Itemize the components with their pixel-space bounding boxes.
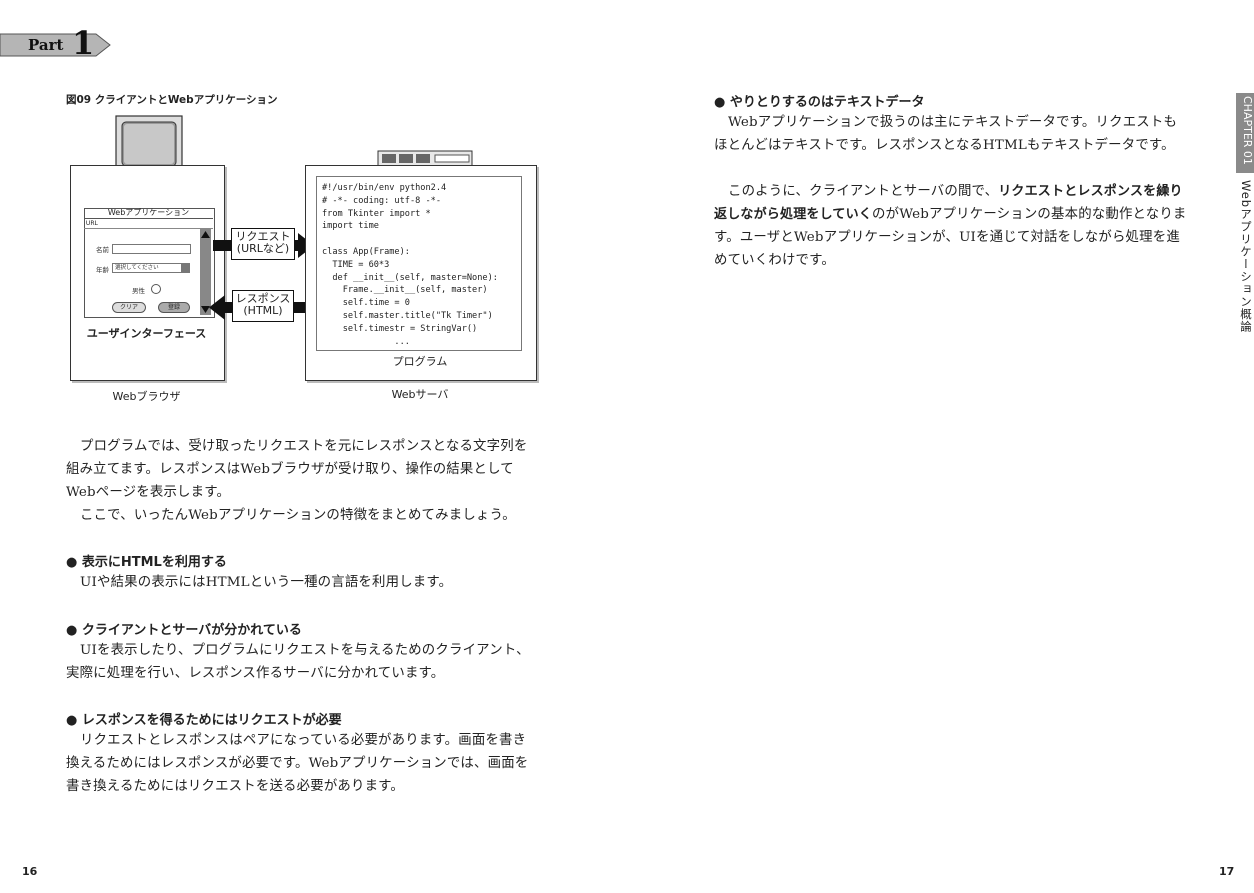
request-label: リクエスト (URLなど)	[231, 228, 295, 260]
chapter-tab	[1236, 93, 1254, 173]
page-number-left: 16	[22, 865, 38, 878]
webapp-window	[84, 208, 215, 318]
part-label: Part	[28, 36, 64, 54]
age-select[interactable]: 選択してください	[112, 263, 184, 273]
url-row: URL	[84, 219, 213, 229]
code-panel	[316, 176, 522, 351]
browser-label: Webブラウザ	[112, 390, 181, 403]
summary-line-2-bold: 返しながら処理をしていく	[714, 207, 873, 222]
response-arrowhead-icon	[209, 295, 225, 320]
server-icon	[377, 150, 473, 168]
text-data-line-2: ほとんどはテキストです。レスポンスとなるHTMLもテキストデータです。	[714, 138, 1175, 153]
summary-line-1: このように、クライアントとサーバの間で、リクエストとレスポンスを繰り	[728, 181, 1183, 204]
paragraph-1-line-2: 組み立てます。レスポンスはWebブラウザが受け取り、操作の結果として	[66, 462, 514, 477]
response-label-line2: (HTML)	[243, 304, 283, 317]
ui-label: ユーザインターフェース	[86, 327, 207, 340]
response-label: レスポンス (HTML)	[232, 290, 294, 322]
page-number-right: 17	[1219, 865, 1235, 878]
request-line-1: リクエストとレスポンスはペアになっている必要があります。画面を書き	[80, 733, 527, 748]
part-tab	[0, 33, 111, 57]
heading-request: ● レスポンスを得るためにはリクエストが必要	[66, 713, 342, 728]
name-label: 名前	[96, 246, 109, 254]
paragraph-2-line-1: ここで、いったんWebアプリケーションの特徴をまとめてみましょう。	[80, 508, 516, 523]
chapter-tab-label: CHAPTER 01	[1241, 96, 1254, 165]
name-input[interactable]	[112, 244, 191, 254]
client-server-line-2: 実際に処理を行い、レスポンス作るサーバに分かれています。	[66, 666, 445, 681]
webapp-title: Webアプリケーション	[84, 208, 213, 219]
figure-caption: 図09 クライアントとWebアプリケーション	[66, 94, 278, 106]
age-select-dropdown[interactable]	[181, 263, 190, 273]
paragraph-1-line-1: プログラムでは、受け取ったリクエストを元にレスポンスとなる文字列を	[80, 439, 528, 454]
summary-line-2b: のがWebアプリケーションの基本的な動作となりま	[872, 207, 1187, 222]
request-line-3: 書き換えるためにはリクエストを送る必要があります。	[66, 779, 405, 794]
request-label-line1: リクエスト	[235, 230, 291, 243]
program-label: プログラム	[392, 355, 448, 368]
gender-label: 男性	[132, 287, 145, 295]
heading-html-body: UIや結果の表示にはHTMLという一種の言語を利用します。	[80, 575, 453, 590]
heading-client-server: ● クライアントとサーバが分かれている	[66, 623, 302, 638]
age-label: 年齢	[96, 266, 109, 274]
client-server-line-1: UIを表示したり、プログラムにリクエストを与えるためのクライアント、	[80, 643, 530, 658]
summary-line-2: 返しながら処理をしていくのがWebアプリケーションの基本的な動作となりま	[714, 204, 1187, 227]
summary-line-1-bold: リクエストとレスポンスを繰り	[998, 184, 1183, 199]
code-listing: #!/usr/bin/env python2.4 # -*- coding: u…	[322, 183, 498, 347]
server-label: Webサーバ	[391, 388, 449, 401]
server-frame	[305, 165, 537, 381]
scrollbar[interactable]	[200, 229, 211, 315]
part-number: 1	[72, 24, 95, 62]
chapter-title: Webアプリケーション概論	[1239, 180, 1253, 334]
submit-button[interactable]: 登録	[158, 302, 190, 313]
text-data-line-1: Webアプリケーションで扱うのは主にテキストデータです。リクエストも	[728, 115, 1178, 130]
response-label-line1: レスポンス	[235, 292, 291, 305]
url-label: URL	[85, 220, 98, 227]
paragraph-1-line-3: Webページを表示します。	[66, 485, 231, 500]
summary-line-1a: このように、クライアントとサーバの間で、	[728, 184, 999, 199]
heading-text-data: ● やりとりするのはテキストデータ	[714, 95, 925, 110]
clear-button[interactable]: クリア	[112, 302, 146, 313]
heading-html: ● 表示にHTMLを利用する	[66, 555, 227, 570]
gender-radio[interactable]	[151, 284, 161, 294]
scroll-arrows-icon	[201, 231, 210, 313]
summary-line-4: めていくわけです。	[714, 253, 835, 268]
request-label-line2: (URLなど)	[236, 242, 290, 255]
summary-line-3: す。ユーザとWebアプリケーションが、UIを通じて対話をしながら処理を進	[714, 230, 1180, 245]
request-line-2: 換えるためにはレスポンスが必要です。Webアプリケーションでは、画面を	[66, 756, 529, 771]
